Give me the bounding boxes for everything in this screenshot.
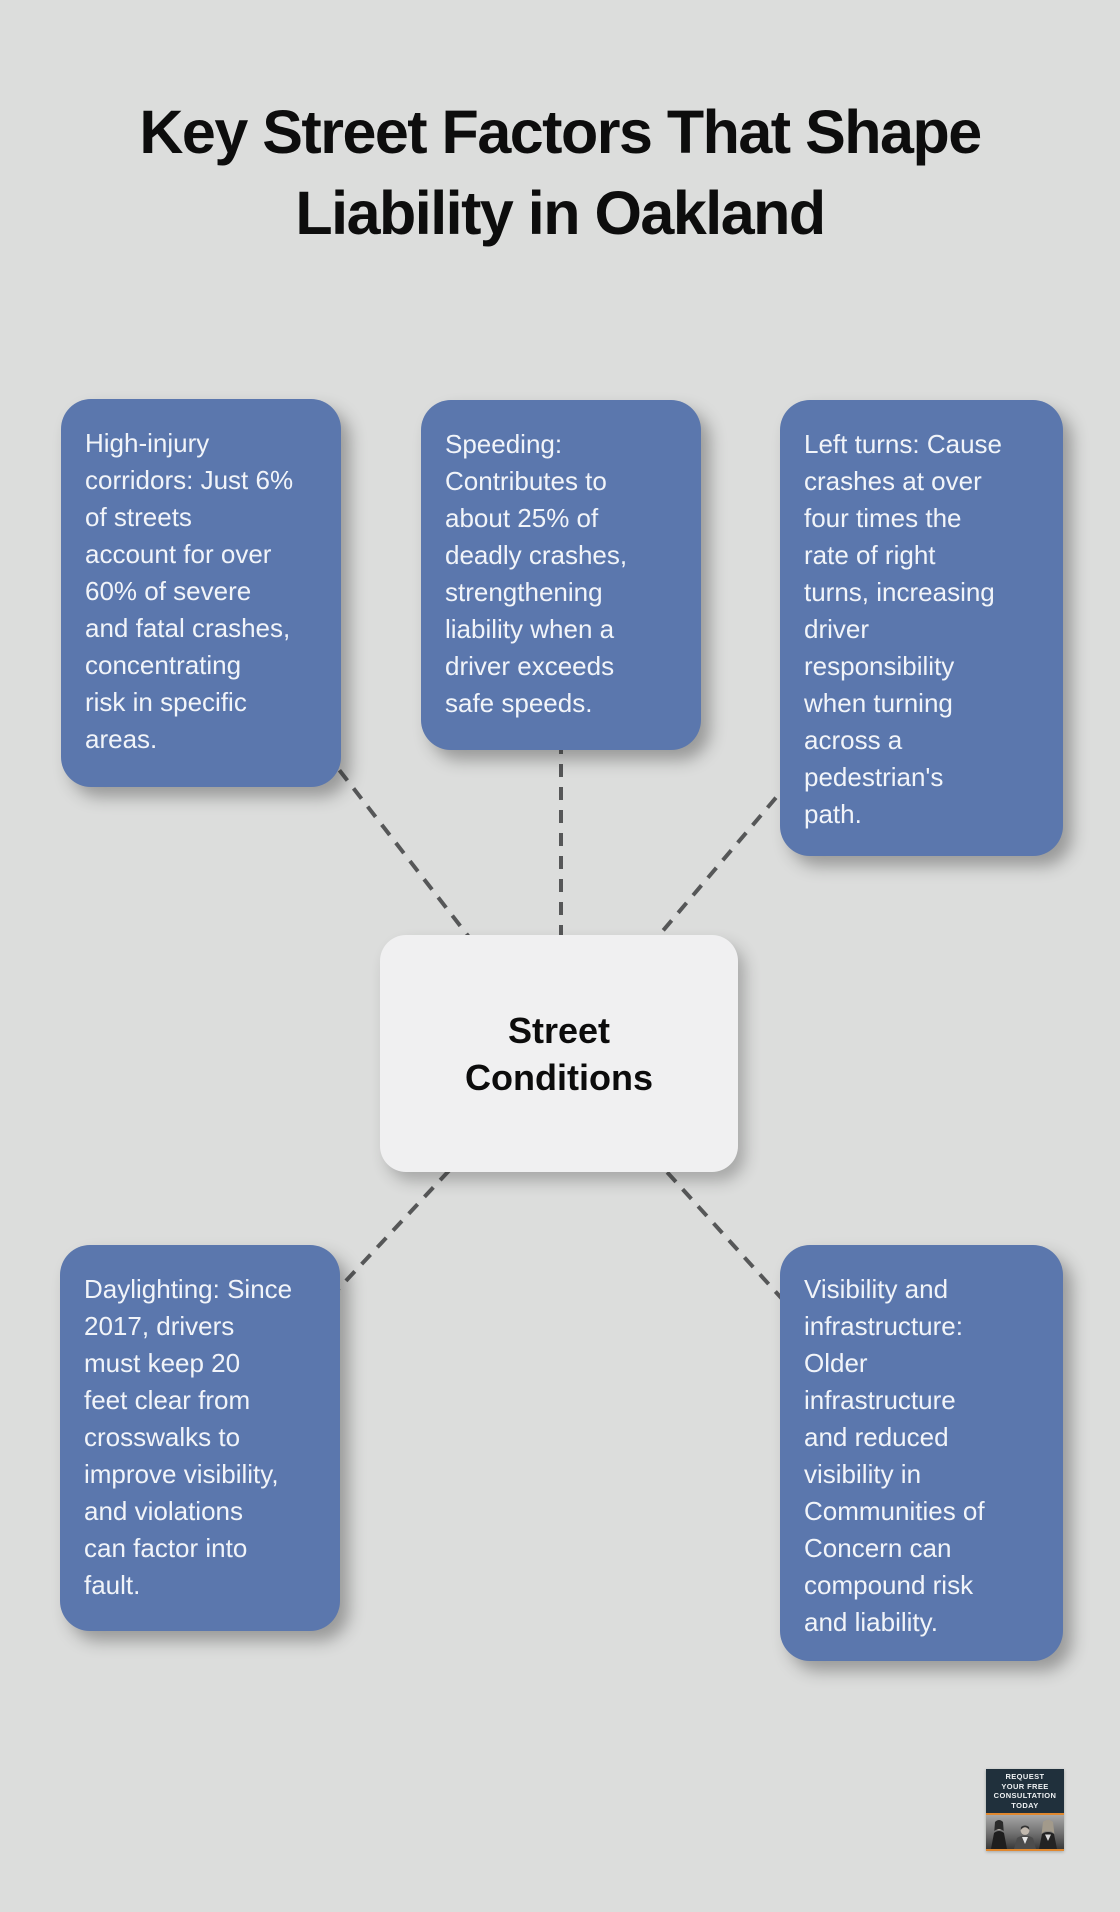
factor-node-high-injury-corridors: High-injury corridors: Just 6% of street… — [61, 399, 341, 787]
badge-line-1: REQUEST — [1005, 1772, 1045, 1781]
consultation-badge[interactable]: REQUEST YOUR FREE CONSULTATION TODAY — [986, 1769, 1064, 1851]
factor-node-left-turns: Left turns: Cause crashes at over four t… — [780, 400, 1063, 856]
badge-divider-bottom — [986, 1849, 1064, 1851]
factor-node-daylighting: Daylighting: Since 2017, drivers must ke… — [60, 1245, 340, 1631]
person-middle — [1014, 1825, 1036, 1849]
factor-node-speeding: Speeding: Contributes to about 25% of de… — [421, 400, 701, 750]
person-right — [1039, 1819, 1057, 1849]
person-left — [991, 1820, 1007, 1849]
consultation-badge-text: REQUEST YOUR FREE CONSULTATION TODAY — [986, 1769, 1064, 1813]
factor-node-visibility-infrastructure: Visibility and infrastructure: Older inf… — [780, 1245, 1063, 1661]
page-title-line-2: Liability in Oakland — [295, 179, 826, 247]
page-title-line-1: Key Street Factors That Shape — [139, 98, 982, 166]
badge-line-2: YOUR FREE — [1001, 1781, 1049, 1791]
badge-divider-top — [986, 1813, 1064, 1815]
badge-line-3: CONSULTATION — [993, 1791, 1057, 1800]
center-node-street-conditions: Street Conditions — [380, 935, 738, 1172]
page-title: Key Street Factors That Shape Liability … — [0, 92, 1120, 254]
attorneys-photo — [986, 1815, 1064, 1849]
badge-line-4: TODAY — [1011, 1800, 1039, 1810]
